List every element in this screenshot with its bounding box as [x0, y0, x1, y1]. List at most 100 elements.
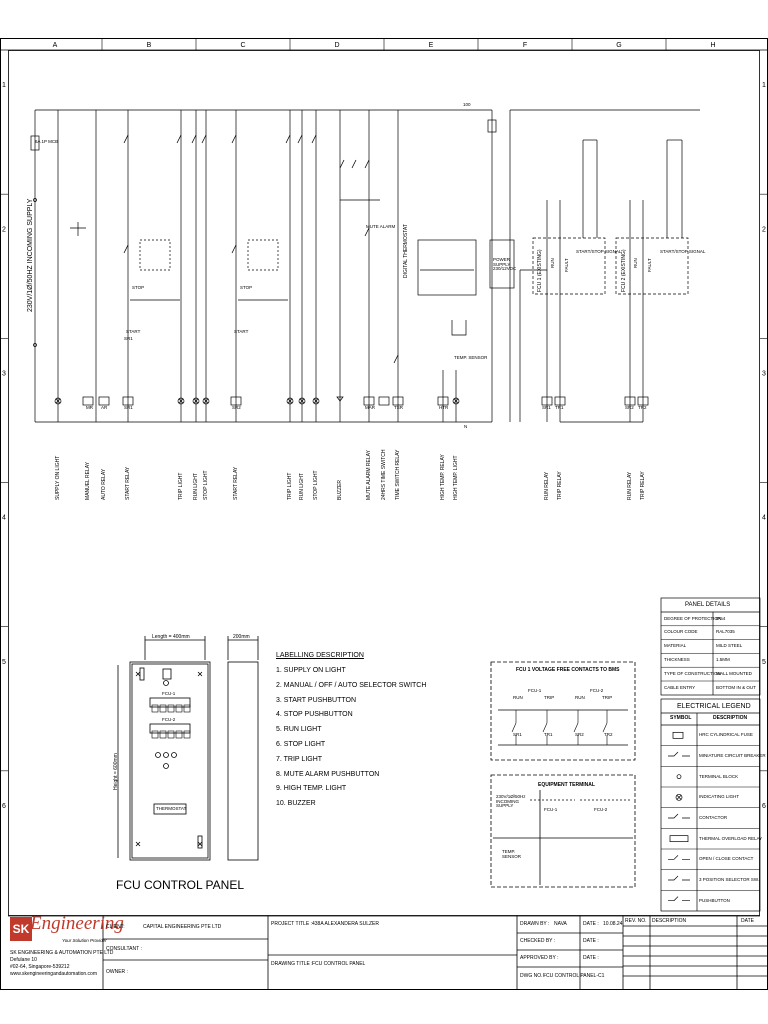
grid-column-label: G	[616, 42, 621, 49]
grid-row-label: 5	[762, 659, 766, 666]
panel-lamp	[183, 704, 191, 713]
panel-thermostat-label: THERMOSTAT	[156, 806, 187, 811]
panel-details-value: WALL MOUNTED	[716, 670, 752, 676]
panel-length-label: Length = 400mm	[152, 634, 190, 640]
panel-lamp	[151, 704, 159, 713]
relay-coil-symbol	[637, 396, 649, 406]
legend-symbol-icon	[676, 774, 682, 780]
legend-rows	[661, 731, 760, 902]
schematic	[30, 109, 700, 423]
relay-coil-symbol	[378, 396, 390, 406]
legend-symbol-icon	[672, 731, 684, 739]
indicating-light-symbol	[202, 397, 210, 405]
device-tag: TR1	[555, 405, 564, 410]
load-label: SUPPLY ON LIGHT	[55, 455, 61, 500]
panel-depth-label: 200mm	[233, 634, 250, 640]
panel-lamp	[175, 704, 183, 713]
relay-coil-symbol	[82, 396, 94, 406]
consultant-label: CONSULTANT :	[106, 946, 142, 952]
grid-row-label: 3	[762, 370, 766, 377]
drawn-by-value: NAVA	[554, 921, 567, 927]
panel-details-key: TYPE OF CONSTRUCTION	[664, 670, 721, 676]
inner-border	[8, 50, 760, 916]
legend-symbol-icon	[668, 896, 690, 902]
labelling-item: 3. START PUSHBUTTON	[276, 696, 356, 704]
indicating-light-symbol	[452, 397, 460, 405]
device-tag: MR	[86, 405, 93, 410]
company-logo-mark: SK	[10, 917, 32, 941]
grid-row-label: 1	[2, 82, 6, 89]
device-tag: HTR	[439, 405, 449, 410]
client-label: CLIENT:	[106, 924, 125, 930]
grid-row-label: 6	[762, 803, 766, 810]
load-label: RUN LIGHT	[193, 473, 199, 500]
bms-trip-1: TRIP	[544, 695, 555, 700]
bms-run-2: RUN	[575, 695, 585, 700]
panel-details-key: CABLE ENTRY	[664, 684, 696, 690]
legend-symbol-header: SYMBOL	[670, 715, 692, 721]
rev-no-header: REV. NO.	[625, 918, 647, 924]
company-logo-wordmark: Engineering	[30, 913, 124, 934]
load-label: TIME SWITCH RELAY	[395, 449, 401, 500]
company-address-2: #02-64, Singapore-539212	[10, 964, 70, 970]
load-label: HIGH TEMP. LIGHT	[453, 455, 459, 500]
load-label: START RELAY	[125, 466, 131, 500]
relay-coil-symbol	[98, 396, 110, 406]
legend-symbol-icon	[668, 813, 690, 819]
company-name: SK ENGINEERING & AUTOMATION PTE LTD	[10, 950, 114, 956]
grid-column-label: D	[334, 42, 339, 49]
company-website: www.skengineeringandautomation.com	[10, 971, 97, 977]
legend-symbol-icon	[668, 855, 690, 860]
fcu2-fault-label: FAULT	[647, 258, 652, 272]
mcb-label: 6A 1P MCB	[35, 139, 59, 144]
checked-by-label: CHECKED BY :	[520, 938, 556, 944]
panel-details-key: DEGREE OF PROTECTION	[664, 615, 722, 621]
panel-lamp	[159, 730, 167, 739]
temp-sensor-label: TEMP. SENSOR	[454, 355, 488, 360]
load-label: START RELAY	[233, 466, 239, 500]
relay-coil-symbol	[363, 396, 375, 406]
indicating-light-symbol	[312, 397, 320, 405]
grid-row-label: 1	[762, 82, 766, 89]
date-value: 10.08.24	[603, 921, 623, 927]
power-supply-label: POWER SUPPLY 230/12VDC	[493, 257, 517, 271]
legend-description: HRC CYLINDRICAL FUSE	[699, 732, 753, 738]
panel-details-key: COLOUR CODE	[664, 629, 698, 635]
indicating-light-symbol	[286, 397, 294, 405]
bms-contact-blade	[573, 722, 579, 733]
bms-contact-sr1: SR1	[513, 732, 522, 737]
legend-description: MINIATURE CIRCUIT BREAKER	[699, 753, 766, 758]
relay-coil-symbol	[541, 396, 553, 406]
panel-details-value: 1.5MM	[716, 656, 730, 662]
stop-label-fcu1: STOP	[132, 285, 145, 290]
indicating-light-symbol	[54, 397, 62, 405]
labelling-item: 6. STOP LIGHT	[276, 741, 326, 748]
grid-column-label: C	[240, 42, 245, 49]
fcu1-start-stop: START/STOP SIGNAL	[576, 249, 622, 254]
fcu2-run-label: RUN	[633, 258, 638, 268]
load-label: TRIP RELAY	[640, 471, 646, 500]
labelling-item: 8. MUTE ALARM PUSHBUTTON	[276, 770, 380, 778]
grid-row-label: 5	[2, 659, 6, 666]
buzzer-symbol	[336, 396, 344, 402]
indicating-light-cross	[299, 398, 305, 404]
load-label: 24HRS TIME SWITCH	[381, 449, 387, 500]
panel-details-rows	[661, 625, 760, 682]
load-label: TRIP LIGHT	[287, 472, 293, 500]
panel-front-view	[117, 636, 259, 861]
device-tag: SR1	[124, 405, 133, 410]
relay-coil-symbol	[230, 396, 242, 406]
drawing-title-label: DRAWING TITLE :	[271, 961, 313, 967]
indicating-light-cross	[203, 398, 209, 404]
bms-contact-blade	[602, 722, 608, 733]
rev-description-header: DESCRIPTION	[652, 918, 687, 924]
company-tagline: Your Solution Provider	[62, 938, 107, 943]
device-tag: SR2	[625, 405, 634, 410]
labelling-title: LABELLING DESCRIPTION	[276, 652, 364, 659]
bms-contact-tr2: TR2	[604, 732, 613, 737]
load-label: RUN RELAY	[544, 471, 550, 500]
fcu1-fault-label: FAULT	[564, 258, 569, 272]
load-label: HIGH TEMP. RELAY	[440, 454, 446, 500]
owner-label: OWNER :	[106, 969, 128, 975]
indicating-light-cross	[193, 398, 199, 404]
